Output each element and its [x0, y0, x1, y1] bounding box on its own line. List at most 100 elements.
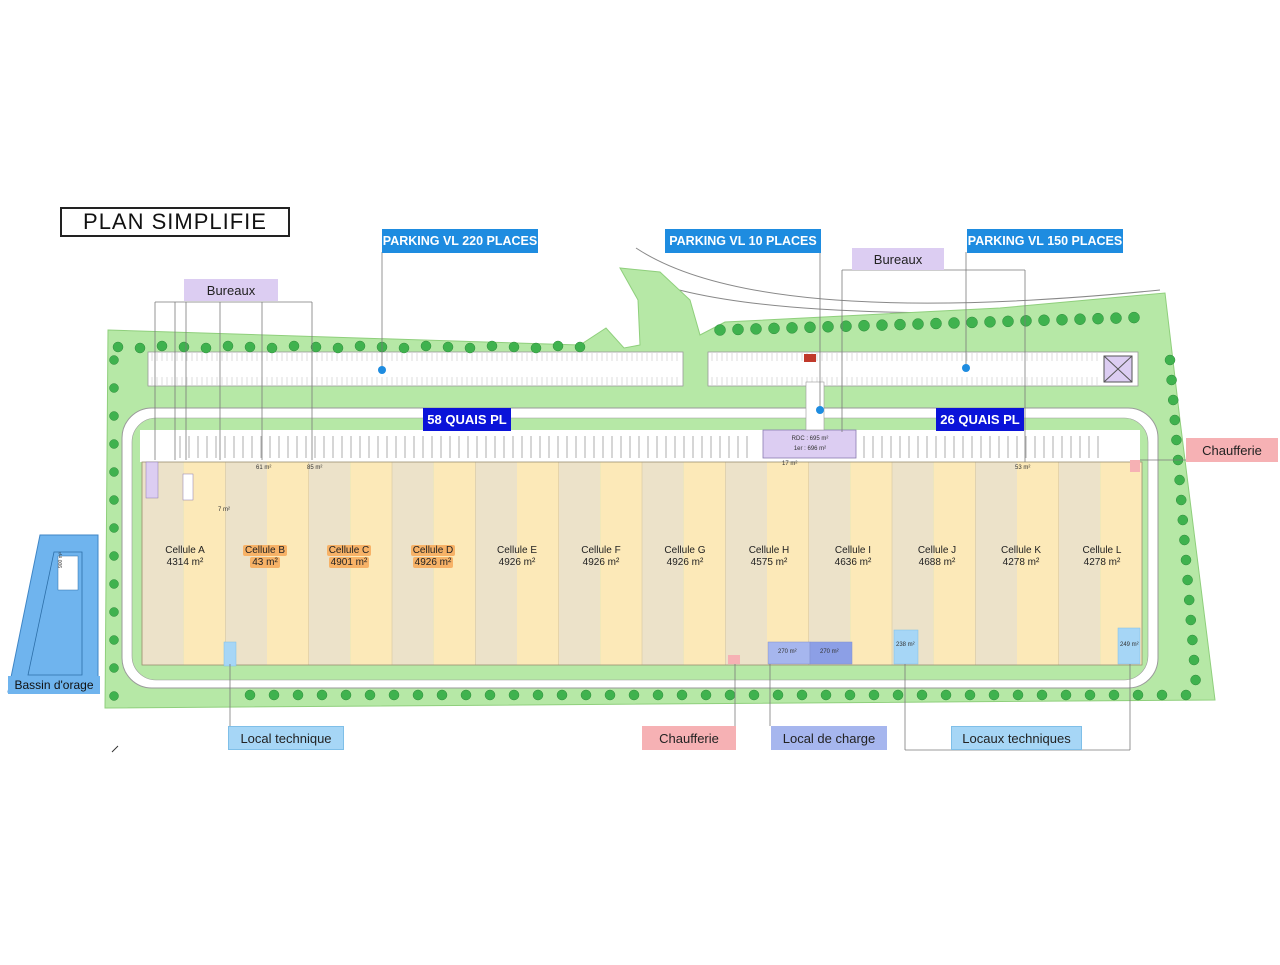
tree	[1038, 314, 1050, 327]
tree	[1177, 514, 1189, 526]
tree	[316, 689, 328, 701]
tree	[464, 342, 476, 354]
tree	[1166, 374, 1177, 386]
cell-left-half	[642, 462, 684, 665]
bureaux-left-label: Bureaux	[184, 279, 278, 301]
tree	[844, 689, 856, 701]
parking-150-label: PARKING VL 150 PLACES	[967, 229, 1123, 253]
chaufferie-right-label: Chaufferie	[1186, 438, 1278, 462]
tree	[460, 689, 472, 701]
tree	[964, 689, 976, 701]
cell-right-half	[767, 462, 809, 665]
tree	[1084, 689, 1096, 701]
tree	[109, 551, 119, 561]
parking-strip-right	[707, 351, 1139, 387]
tree	[109, 355, 119, 365]
chaufferie-room-bottom	[728, 655, 740, 664]
cell-left-half	[808, 462, 851, 665]
compass-stroke	[111, 745, 119, 753]
tree	[134, 342, 146, 354]
tree	[109, 691, 119, 701]
area-small-1: 61 m²	[256, 465, 272, 471]
tree	[508, 341, 520, 353]
tree	[1074, 313, 1086, 325]
area-small-5: 7 m²	[218, 507, 230, 513]
tree	[772, 689, 784, 701]
gatehouse-marker	[804, 354, 816, 362]
tree	[984, 316, 996, 328]
bassin-volume-box	[57, 555, 79, 591]
tree	[604, 689, 616, 701]
office-stairs	[805, 381, 825, 431]
tree	[109, 663, 119, 673]
area-small-8: 238 m²	[896, 642, 915, 648]
cell-right-half	[517, 462, 559, 665]
bassin-volume: 900 m³	[58, 552, 64, 568]
tree	[1156, 689, 1168, 701]
tree	[940, 689, 952, 701]
tree	[948, 317, 960, 329]
parking-220-label: PARKING VL 220 PLACES	[382, 229, 538, 253]
tree	[912, 318, 924, 330]
tree	[1171, 434, 1182, 446]
tree	[580, 689, 592, 701]
cell-left-half	[558, 462, 601, 665]
tree	[1185, 614, 1197, 626]
tree	[1179, 534, 1190, 546]
tree	[916, 689, 928, 701]
tree	[556, 689, 568, 701]
parking-10-label: PARKING VL 10 PLACES	[665, 229, 821, 253]
locaux-techniques-label: Locaux techniques	[951, 726, 1082, 750]
tree	[1183, 594, 1195, 606]
tree	[109, 495, 119, 505]
tree	[109, 383, 119, 393]
tree	[892, 689, 904, 701]
area-small-4: 53 m²	[1015, 465, 1031, 471]
tree	[804, 321, 816, 334]
warehouse-cells	[141, 461, 1143, 666]
chaufferie-bottom-label: Chaufferie	[642, 726, 736, 750]
tree	[574, 341, 586, 353]
cell-right-half	[600, 462, 642, 665]
tree	[732, 323, 744, 336]
access-road-outer	[635, 247, 1161, 304]
tree	[112, 341, 124, 353]
chaufferie-room-right	[1130, 460, 1140, 472]
tree	[109, 523, 119, 533]
tree	[820, 689, 832, 701]
office-left-small	[145, 461, 159, 499]
tree	[109, 439, 119, 449]
tree	[532, 689, 544, 701]
tree	[858, 319, 870, 332]
cell-right-half	[850, 462, 892, 665]
tree	[822, 321, 834, 333]
tree	[412, 689, 424, 701]
tree	[894, 318, 906, 331]
tree	[796, 689, 808, 701]
tree	[1056, 313, 1068, 326]
dock-area	[140, 430, 1140, 462]
tree	[1190, 674, 1201, 686]
local-charge-label: Local de charge	[771, 726, 887, 750]
tree	[266, 342, 278, 354]
parking-space-ticks	[151, 353, 1098, 385]
quais-26-label: 26 QUAIS PL	[936, 408, 1024, 431]
tree	[1036, 689, 1048, 701]
local-technique-room	[223, 641, 237, 667]
locaux-techniques-room-1	[893, 629, 919, 665]
bureaux-right-label: Bureaux	[852, 248, 944, 270]
tree	[436, 689, 448, 701]
building-outline	[141, 461, 1143, 666]
tree	[244, 689, 256, 701]
tree	[628, 689, 640, 701]
tree	[109, 635, 119, 645]
office-1er: 1er : 696 m²	[793, 446, 827, 452]
tree	[442, 341, 454, 353]
cell-right-half	[1017, 462, 1059, 665]
